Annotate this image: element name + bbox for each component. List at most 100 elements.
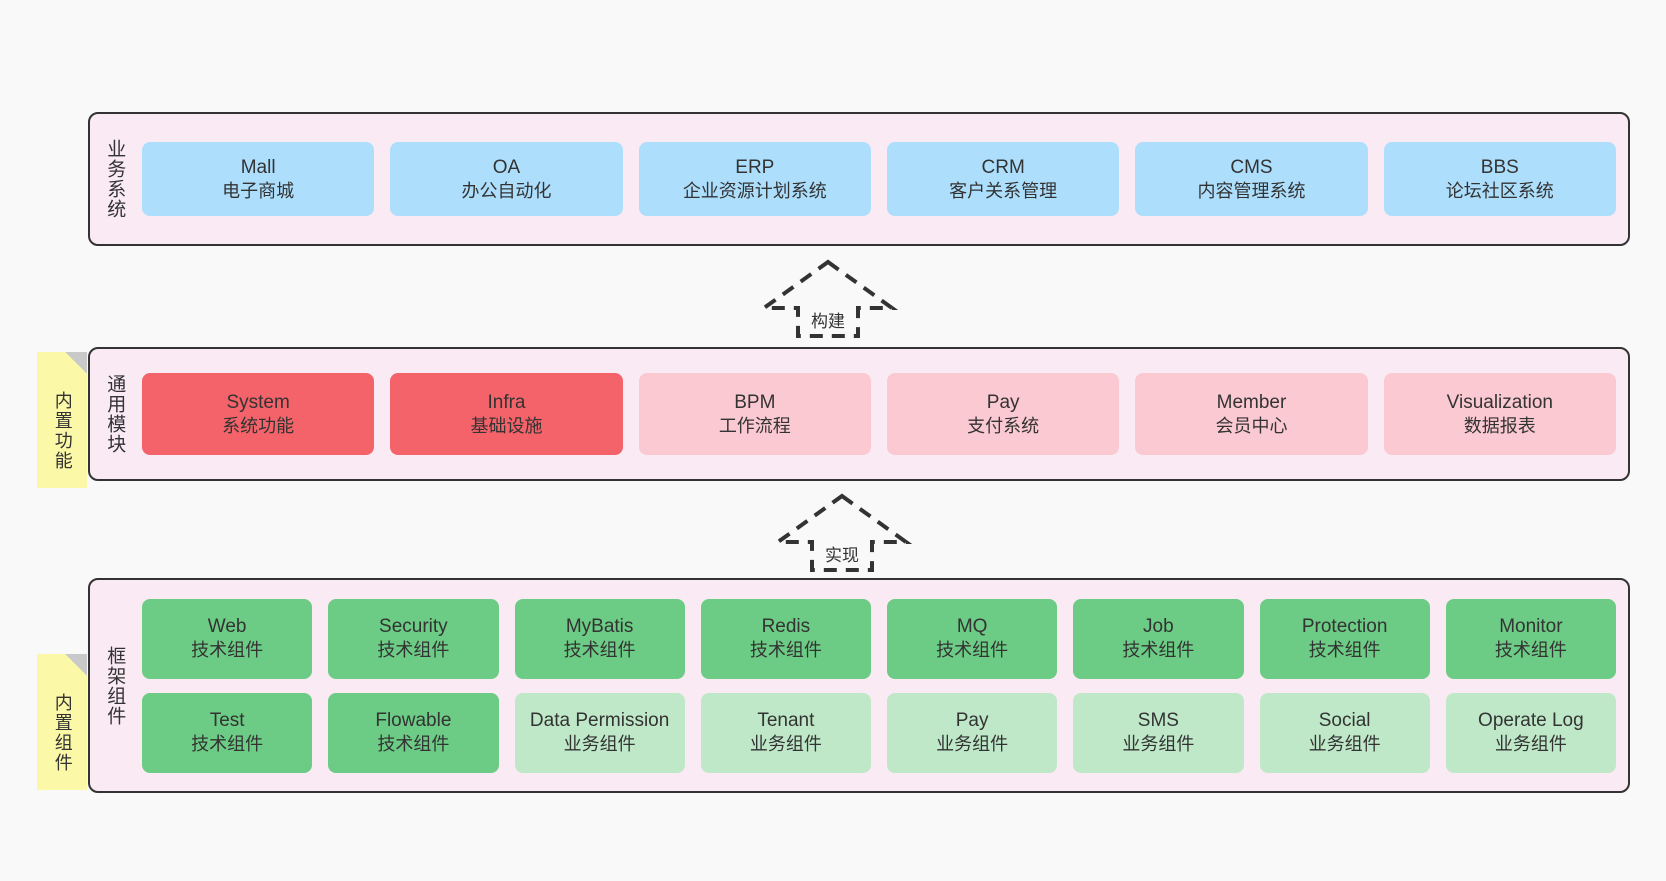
arrow-build: 构建	[757, 258, 899, 340]
card-operate-log-name: Operate Log	[1478, 710, 1584, 732]
card-web-desc: 技术组件	[191, 640, 264, 661]
card-visualization-desc: 数据报表	[1463, 415, 1536, 436]
business-systems-row: Mall 电子商城 OA 办公自动化 ERP 企业资源计划系统 CRM 客户关系…	[142, 142, 1616, 216]
card-mq-name: MQ	[956, 616, 988, 638]
card-mall-desc: 电子商城	[222, 180, 295, 201]
card-crm-name: CRM	[981, 156, 1025, 178]
card-visualization-name: Visualization	[1446, 391, 1553, 413]
card-mq-desc: 技术组件	[936, 640, 1009, 661]
card-operate-log[interactable]: Operate Log 业务组件	[1445, 692, 1616, 773]
card-protection-desc: 技术组件	[1308, 640, 1381, 661]
card-tenant-name: Tenant	[757, 710, 815, 732]
framework-business-row: Test 技术组件 Flowable 技术组件 Data Permission …	[142, 692, 1616, 773]
card-redis[interactable]: Redis 技术组件	[700, 598, 871, 679]
layer-common-modules-title: 通用模块	[104, 374, 126, 454]
card-bbs-name: BBS	[1480, 156, 1519, 178]
framework-tech-row: Web 技术组件 Security 技术组件 MyBatis 技术组件 Redi…	[142, 598, 1616, 679]
card-pay-module-desc: 支付系统	[967, 415, 1040, 436]
card-tenant[interactable]: Tenant 业务组件	[700, 692, 871, 773]
card-erp-name: ERP	[735, 156, 775, 178]
card-social[interactable]: Social 业务组件	[1259, 692, 1430, 773]
card-job-name: Job	[1143, 616, 1174, 638]
card-mybatis-name: MyBatis	[565, 616, 634, 638]
card-job-desc: 技术组件	[1122, 640, 1195, 661]
card-member[interactable]: Member 会员中心	[1135, 373, 1368, 455]
card-system-name: System	[226, 391, 290, 413]
card-infra-name: Infra	[487, 391, 526, 413]
card-social-name: Social	[1318, 710, 1371, 732]
card-sms-name: SMS	[1137, 710, 1179, 732]
sticky-note-builtin-component-label: 内置组件	[52, 693, 73, 773]
card-member-name: Member	[1216, 391, 1287, 413]
card-mall[interactable]: Mall 电子商城	[142, 142, 375, 216]
card-infra[interactable]: Infra 基础设施	[390, 373, 623, 455]
card-pay-component-name: Pay	[955, 710, 989, 732]
card-visualization[interactable]: Visualization 数据报表	[1383, 373, 1616, 455]
page-fold-icon	[65, 352, 87, 374]
card-security[interactable]: Security 技术组件	[328, 598, 499, 679]
card-web[interactable]: Web 技术组件	[142, 598, 313, 679]
card-system-desc: 系统功能	[222, 415, 295, 436]
card-bpm-name: BPM	[734, 391, 776, 413]
card-bbs[interactable]: BBS 论坛社区系统	[1383, 142, 1616, 216]
card-test[interactable]: Test 技术组件	[142, 692, 313, 773]
layer-framework-components-title: 框架组件	[104, 645, 126, 726]
layer-framework-components-body: Web 技术组件 Security 技术组件 MyBatis 技术组件 Redi…	[138, 580, 1628, 791]
card-redis-name: Redis	[761, 616, 811, 638]
card-security-desc: 技术组件	[377, 640, 450, 661]
card-erp[interactable]: ERP 企业资源计划系统	[638, 142, 871, 216]
card-cms-desc: 内容管理系统	[1197, 180, 1306, 201]
page-fold-icon	[65, 654, 87, 676]
card-oa-name: OA	[492, 156, 521, 178]
card-erp-desc: 企业资源计划系统	[682, 180, 827, 201]
card-pay-component[interactable]: Pay 业务组件	[887, 692, 1058, 773]
card-operate-log-desc: 业务组件	[1494, 734, 1567, 755]
card-flowable-desc: 技术组件	[377, 734, 450, 755]
card-test-desc: 技术组件	[191, 734, 264, 755]
card-mq[interactable]: MQ 技术组件	[887, 598, 1058, 679]
card-cms[interactable]: CMS 内容管理系统	[1135, 142, 1368, 216]
card-crm[interactable]: CRM 客户关系管理	[886, 142, 1120, 216]
card-mybatis-desc: 技术组件	[563, 640, 636, 661]
card-data-permission-desc: 业务组件	[563, 734, 636, 755]
card-monitor[interactable]: Monitor 技术组件	[1445, 598, 1616, 679]
card-oa[interactable]: OA 办公自动化	[390, 142, 623, 216]
card-mall-name: Mall	[240, 156, 276, 178]
card-data-permission[interactable]: Data Permission 业务组件	[514, 692, 685, 773]
card-sms[interactable]: SMS 业务组件	[1073, 692, 1244, 773]
card-security-name: Security	[379, 616, 448, 638]
card-crm-desc: 客户关系管理	[949, 180, 1058, 201]
arrow-implement: 实现	[771, 492, 913, 574]
card-pay-module-name: Pay	[986, 391, 1020, 413]
card-web-name: Web	[207, 616, 247, 638]
layer-business-systems-body: Mall 电子商城 OA 办公自动化 ERP 企业资源计划系统 CRM 客户关系…	[138, 114, 1628, 244]
card-protection[interactable]: Protection 技术组件	[1259, 598, 1430, 679]
arrow-build-label: 构建	[811, 312, 845, 331]
card-bpm-desc: 工作流程	[718, 415, 791, 436]
card-bbs-desc: 论坛社区系统	[1445, 180, 1554, 201]
card-job[interactable]: Job 技术组件	[1073, 598, 1244, 679]
arrow-build-icon	[757, 259, 899, 338]
layer-business-systems: 业务系统 Mall 电子商城 OA 办公自动化 ERP 企业资源计划系统 CRM…	[88, 112, 1630, 246]
layer-common-modules: 通用模块 System 系统功能 Infra 基础设施 BPM 工作流程 Pay…	[88, 347, 1630, 481]
layer-framework-components: 框架组件 Web 技术组件 Security 技术组件 MyBatis 技术组件…	[88, 578, 1630, 793]
card-data-permission-name: Data Permission	[529, 710, 670, 732]
card-monitor-desc: 技术组件	[1494, 640, 1567, 661]
card-bpm[interactable]: BPM 工作流程	[638, 373, 871, 455]
arrow-implement-icon	[771, 493, 913, 572]
card-monitor-name: Monitor	[1499, 616, 1563, 638]
card-infra-desc: 基础设施	[470, 415, 543, 436]
card-flowable[interactable]: Flowable 技术组件	[328, 692, 499, 773]
card-cms-name: CMS	[1230, 156, 1273, 178]
card-mybatis[interactable]: MyBatis 技术组件	[514, 598, 685, 679]
card-sms-desc: 业务组件	[1122, 734, 1195, 755]
arrow-implement-label: 实现	[825, 546, 859, 565]
sticky-note-builtin-component: 内置组件	[37, 654, 87, 790]
card-oa-desc: 办公自动化	[461, 180, 552, 201]
card-pay-module[interactable]: Pay 支付系统	[886, 373, 1120, 455]
card-system[interactable]: System 系统功能	[142, 373, 375, 455]
card-protection-name: Protection	[1301, 616, 1388, 638]
card-test-name: Test	[209, 710, 245, 732]
card-member-desc: 会员中心	[1215, 415, 1288, 436]
